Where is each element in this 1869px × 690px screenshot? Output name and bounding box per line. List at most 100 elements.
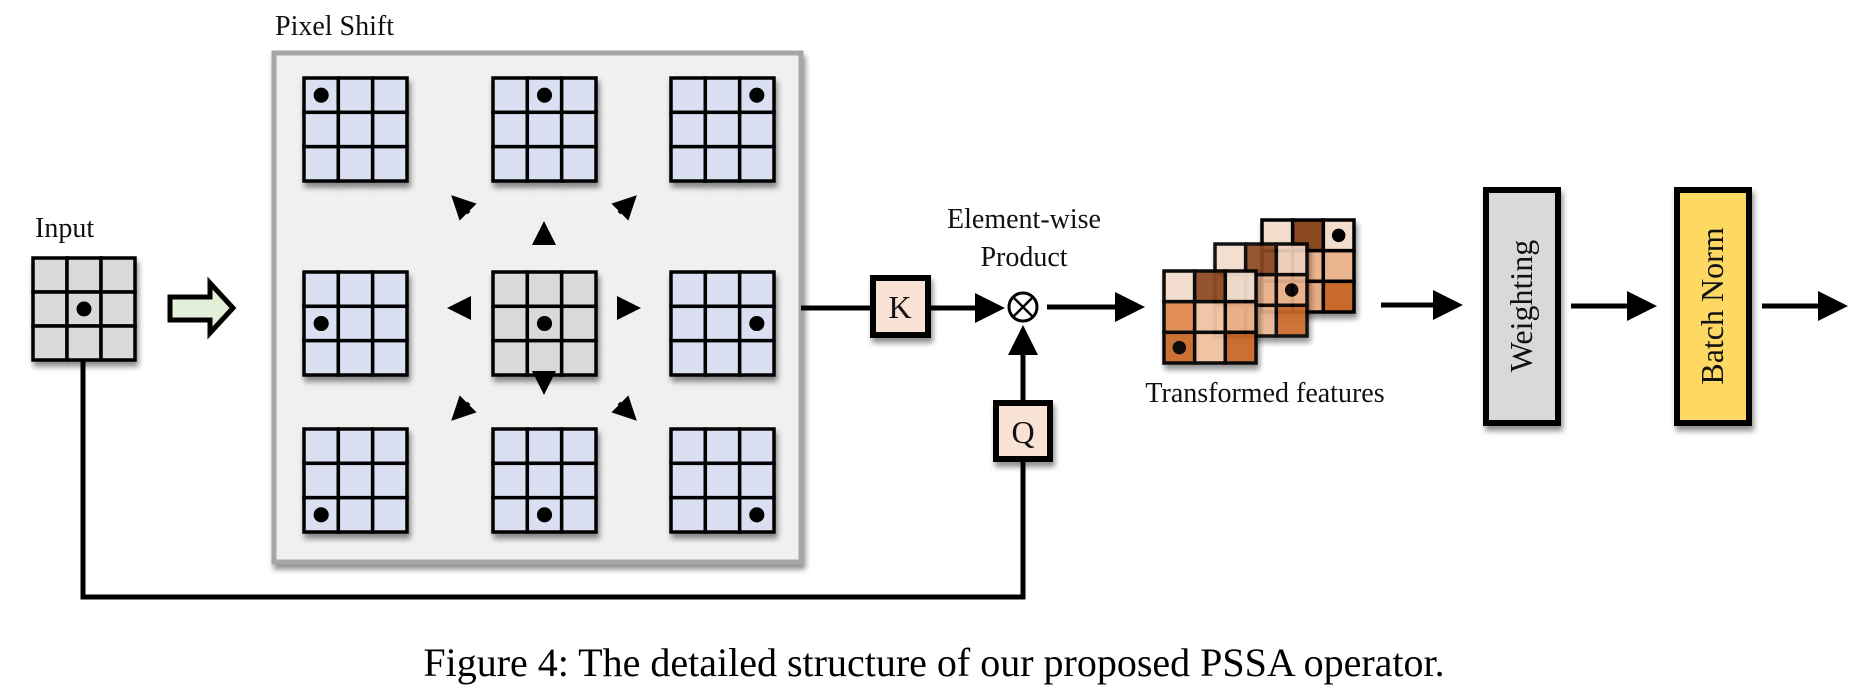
grid-cell [336, 427, 375, 466]
grid-cell [491, 427, 530, 466]
grid-cell [737, 427, 776, 466]
pixel-dot [313, 315, 329, 332]
grid-cell [737, 495, 776, 534]
transformed-features [1162, 218, 1356, 365]
shifted-grid-down [491, 427, 598, 534]
shifted-grid-down-left [302, 427, 409, 534]
grid-cell [669, 270, 708, 309]
grid-cell [302, 338, 341, 377]
grid-cell [669, 304, 708, 343]
grid-cell [703, 76, 742, 115]
shifted-grid-up-right [669, 76, 776, 183]
q-label: Q [1011, 414, 1034, 450]
center-grid [491, 270, 598, 377]
pixel-dot [76, 301, 92, 317]
grid-cell [31, 290, 69, 328]
grid-cell [525, 427, 564, 466]
grid-cell [669, 76, 708, 115]
grid-cell [99, 290, 137, 328]
pixel-dot [749, 507, 765, 523]
transformed-features-label: Transformed features [1145, 378, 1384, 409]
grid-cell [559, 338, 598, 377]
grid-cell [525, 270, 564, 309]
input-grid [31, 256, 137, 362]
grid-cell [491, 144, 530, 183]
pixel-dot [749, 315, 765, 332]
grid-cell [669, 461, 708, 500]
arrow-down-right-icon [611, 395, 637, 421]
grid-cell [1223, 269, 1258, 304]
grid-cell [1162, 330, 1197, 365]
grid-cell [302, 270, 341, 309]
grid-cell [491, 304, 530, 343]
grid-cell [703, 427, 742, 466]
grid-cell [703, 144, 742, 183]
grid-cell [336, 76, 375, 115]
q-box [993, 400, 1053, 462]
element-wise-label-line1: Element-wise [947, 204, 1101, 235]
pixel-dot [313, 507, 329, 523]
pixel-dot [1172, 340, 1187, 355]
shifted-grid-right [669, 270, 776, 377]
grid-cell [99, 256, 137, 294]
shifted-grid-left [302, 270, 409, 377]
figure-caption: Figure 4: The detailed structure of our … [423, 640, 1444, 685]
grid-cell [1223, 330, 1258, 365]
grid-cell [336, 304, 375, 343]
element-wise-product-icon [1007, 291, 1039, 323]
grid-cell [525, 110, 564, 149]
grid-cell [302, 144, 341, 183]
grid-cell [737, 461, 776, 500]
element-wise-label-line2: Product [980, 242, 1067, 273]
grid-cell [1223, 299, 1258, 335]
shifted-grid-up [491, 76, 598, 183]
k-box [870, 275, 931, 338]
grid-cell [559, 144, 598, 183]
grid-cell [1192, 330, 1228, 365]
arrow-up-left-icon [451, 195, 477, 221]
pixel-dot [1284, 283, 1299, 297]
grid-cell [65, 256, 103, 294]
grid-cell [1162, 299, 1197, 335]
grid-cell [370, 110, 409, 149]
grid-cell [1321, 248, 1356, 284]
grid-cell [336, 495, 375, 534]
weighting-label: Weighting [1503, 240, 1539, 373]
grid-cell [336, 461, 375, 500]
grid-cell [703, 304, 742, 343]
grid-cell [491, 270, 530, 309]
grid-cell [31, 324, 69, 362]
grid-cell [336, 110, 375, 149]
grid-cell [65, 324, 103, 362]
grid-cell [336, 144, 375, 183]
grid-cell [669, 495, 708, 534]
grid-cell [336, 270, 375, 309]
grid-cell [1192, 299, 1228, 335]
grid-cell [703, 270, 742, 309]
grid-cell [669, 110, 708, 149]
pixel-dot [536, 87, 553, 103]
grid-cell [370, 270, 409, 309]
pixel-dot [313, 87, 329, 103]
grid-cell [703, 461, 742, 500]
direction-arrows [447, 195, 641, 421]
grid-cell [525, 461, 564, 500]
grid-cell [669, 144, 708, 183]
weighting-box [1483, 187, 1561, 426]
pixel-dot [536, 315, 553, 332]
grid-cell [1321, 279, 1356, 314]
grid-cell [336, 338, 375, 377]
grid-cell [703, 110, 742, 149]
grid-cell [1274, 303, 1309, 338]
grid-cell [525, 144, 564, 183]
grid-cell [703, 495, 742, 534]
input-label: Input [35, 213, 94, 244]
batch-norm-label: Batch Norm [1694, 227, 1730, 384]
grid-cell [669, 427, 708, 466]
grid-cell [31, 256, 69, 294]
batch-norm-box [1674, 187, 1752, 426]
grid-cell [99, 324, 137, 362]
shifted-grids [302, 76, 776, 534]
pixel-dot [1331, 228, 1346, 243]
grid-cell [302, 110, 341, 149]
